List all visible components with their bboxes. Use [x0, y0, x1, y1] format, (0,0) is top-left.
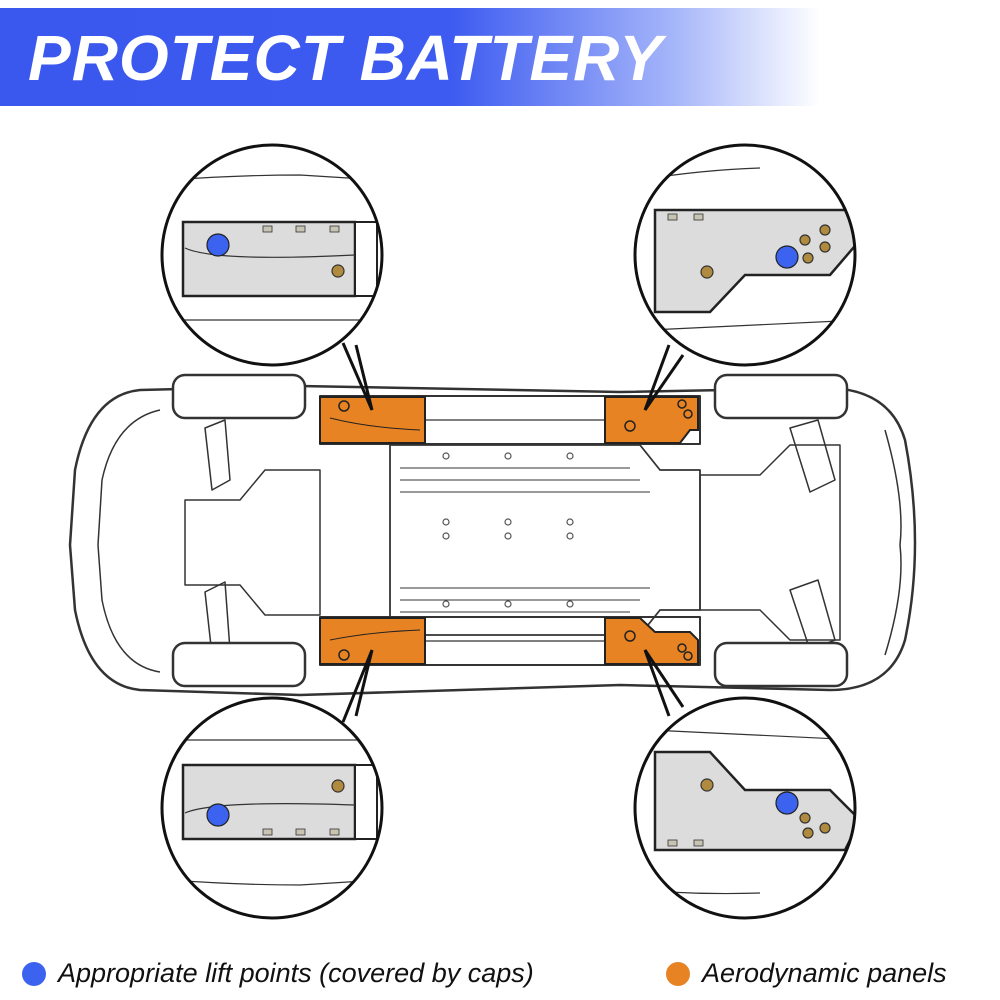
lift-point-marker	[206, 803, 230, 827]
front-left-suspension	[204, 419, 231, 491]
rear-right-tire	[713, 641, 849, 688]
rear-subframe	[699, 444, 841, 641]
callout-bottom-left	[160, 696, 384, 920]
rear-left-suspension	[789, 419, 836, 493]
callout-top-left	[160, 143, 384, 367]
front-left-tire	[171, 373, 307, 420]
tires	[171, 373, 849, 688]
connector-bottom-left	[341, 649, 374, 723]
lift-point-swatch	[22, 961, 46, 986]
panel-rear-right	[604, 617, 699, 665]
panel-front-right	[319, 617, 426, 665]
legend: Appropriate lift points (covered by caps…	[0, 950, 1000, 998]
rear-right-suspension	[789, 579, 836, 651]
underbody-diagram	[68, 143, 917, 920]
connector-top-left	[341, 342, 374, 411]
car-underbody	[68, 384, 917, 697]
front-subframe	[184, 469, 321, 616]
lift-point-marker	[775, 245, 799, 269]
page-title: PROTECT BATTERY	[28, 22, 663, 94]
battery-plate	[389, 444, 701, 636]
car-outline	[68, 384, 917, 697]
connector-bottom-right	[643, 649, 685, 717]
legend-label-lift-points: Appropriate lift points (covered by caps…	[58, 958, 534, 988]
car-inner-outline	[97, 409, 161, 673]
panel-rear-left	[604, 396, 699, 444]
lift-point-marker	[775, 791, 799, 815]
panel-front-left	[319, 396, 426, 444]
front-right-tire	[171, 641, 307, 688]
aerodynamic-panels	[319, 396, 699, 665]
plate-holes	[442, 452, 574, 608]
panel-swatch	[666, 961, 690, 986]
callout-top-right	[633, 143, 857, 367]
legend-item-lift-points: Appropriate lift points (covered by caps…	[22, 958, 534, 989]
legend-item-panels: Aerodynamic panels	[666, 958, 947, 989]
lift-point-marker	[206, 233, 230, 257]
rear-left-tire	[713, 373, 849, 420]
connector-top-right	[643, 344, 685, 411]
callout-connectors	[341, 342, 685, 723]
legend-label-panels: Aerodynamic panels	[702, 958, 947, 988]
title-banner: PROTECT BATTERY	[0, 8, 820, 106]
callout-bottom-right	[633, 696, 857, 920]
